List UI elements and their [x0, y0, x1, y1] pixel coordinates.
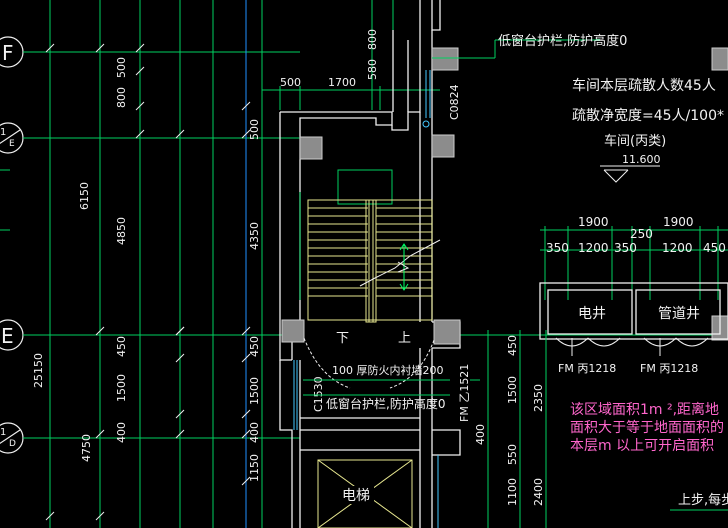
dim-mid-1500: 1500 [506, 376, 519, 404]
dim-stair-400: 400 [248, 422, 261, 443]
dimension-lines-left [49, 0, 263, 528]
dim-mid-1100: 1100 [506, 478, 519, 506]
dim-mid-400: 400 [474, 424, 487, 445]
stair-outline [299, 169, 393, 300]
dim-mid-2350: 2350 [532, 384, 545, 412]
dim-right-1900b: 1900 [663, 215, 694, 229]
window-rail-note-mid: 低窗台护栏,防护高度0 [326, 396, 445, 411]
dim-mid-2400: 2400 [532, 478, 545, 506]
dim-500: 500 [115, 57, 128, 78]
stair-treads [307, 199, 433, 323]
dim-450-left: 450 [115, 336, 128, 357]
dim-stair-450: 450 [248, 336, 261, 357]
dim-right-450: 450 [703, 241, 726, 255]
dim-6150: 6150 [78, 182, 91, 210]
shafts [539, 282, 728, 340]
axis-label-1E-sub: E [9, 139, 15, 149]
axis-lines [0, 51, 728, 439]
pink-note-line2: 面积大于等于地面面积的 [570, 419, 724, 436]
windows [293, 70, 439, 528]
dim-right-1200a: 1200 [578, 241, 609, 255]
window-code-c1530: C1530 [312, 376, 325, 412]
dim-4750: 4750 [80, 434, 93, 462]
dim-400-left: 400 [115, 422, 128, 443]
stair-arrows [359, 239, 441, 291]
elevation-value: 11.600 [622, 153, 661, 166]
axis-bubbles [0, 36, 24, 454]
dim-top-580: 580 [366, 59, 379, 80]
axis-label-1E-num: 1 [0, 127, 6, 138]
pink-note-line3: 本层m 以上可开启面积 [570, 438, 714, 454]
step-label: 上步,每步 [678, 492, 728, 508]
dim-4850: 4850 [115, 217, 128, 245]
dim-1500-left: 1500 [115, 374, 128, 402]
stair-down-label: 下 [336, 331, 349, 346]
axis-label-1D-num: 1 [0, 427, 6, 438]
axis-label-F: F [2, 41, 14, 65]
door-arc [303, 337, 435, 389]
pipe-shaft-label: 管道井 [658, 306, 700, 322]
window-rail-note-top: 低窗台护栏,防护高度0 [498, 33, 627, 49]
structural-columns [281, 47, 728, 345]
dimension-top [262, 0, 440, 110]
evac-people-note: 车间本层疏散人数45人 [572, 77, 716, 94]
dim-25150: 25150 [32, 353, 45, 388]
dimension-right [540, 226, 728, 300]
elevation-mark [600, 165, 660, 183]
leader-lines [303, 39, 600, 396]
dim-stair-1500: 1500 [248, 377, 261, 405]
dim-stair-500: 500 [248, 119, 261, 140]
dim-stair-1150: 1150 [248, 454, 261, 482]
dimension-mid [487, 330, 547, 528]
dimension-ticks-left [45, 43, 251, 521]
pink-note-line1: 该区域面积1m ²,距离地 [570, 401, 719, 418]
dim-right-350a: 350 [546, 241, 569, 255]
dim-800: 800 [115, 87, 128, 108]
window-code-c0824: C0824 [448, 84, 461, 120]
dim-stair-4350: 4350 [248, 222, 261, 250]
axis-label-1D-sub: D [9, 439, 16, 449]
elevator-label: 电梯 [342, 488, 370, 504]
fm-door-1: FM 丙1218 [558, 362, 616, 375]
fire-wall-note: 100 厚防火内衬墙200 [332, 363, 444, 377]
dim-top-800: 800 [366, 29, 379, 50]
elevator-label-bg [330, 486, 374, 504]
dim-mid-450: 450 [506, 335, 519, 356]
fm-door-2: FM 丙1218 [640, 362, 698, 375]
elec-shaft-label: 电井 [578, 306, 606, 322]
dim-top-1700: 1700 [328, 76, 356, 89]
dim-right-250: 250 [630, 227, 653, 241]
door-code-fm-z: FM 乙1521 [458, 364, 471, 422]
dim-right-350b: 350 [614, 241, 637, 255]
axis-label-E: E [1, 324, 14, 348]
dim-right-1200b: 1200 [662, 241, 693, 255]
dim-top-500: 500 [280, 76, 301, 89]
stair-up-label: 上 [398, 331, 411, 346]
shaft-doors [555, 337, 709, 356]
workshop-label: 车间(丙类) [604, 133, 666, 149]
dim-mid-550: 550 [506, 444, 519, 465]
dim-right-1900a: 1900 [578, 215, 609, 229]
evac-width-note: 疏散净宽度=45人/100* [572, 107, 724, 124]
